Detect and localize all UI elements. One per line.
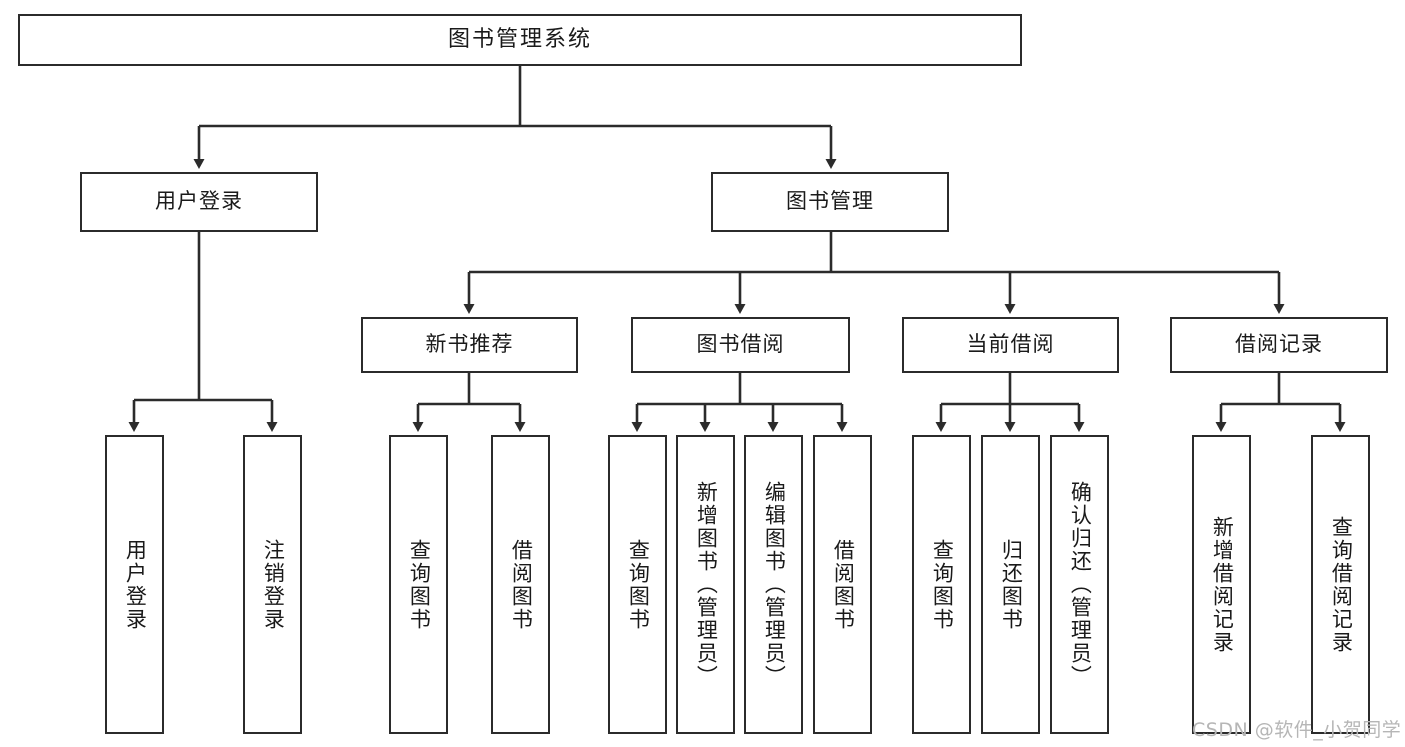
leaf-add-borrow-record[interactable]: 新增借阅记录 [1192,435,1251,734]
node-label: 查询借阅记录 [1329,515,1354,654]
node-label: 图书借阅 [696,332,785,357]
node-book-management[interactable]: 图书管理 [711,172,949,232]
leaf-add-book-admin[interactable]: 新增图书（管理员） [676,435,735,734]
node-user-login[interactable]: 用户登录 [80,172,318,232]
node-label: 图书管理 [786,189,874,214]
leaf-confirm-return-admin[interactable]: 确认归还（管理员） [1050,435,1109,734]
node-label: 借阅图书 [831,538,856,631]
node-root-library-system[interactable]: 图书管理系统 [18,14,1022,66]
node-borrow-records[interactable]: 借阅记录 [1170,317,1388,373]
node-current-borrow[interactable]: 当前借阅 [902,317,1119,373]
leaf-query-borrow-record[interactable]: 查询借阅记录 [1311,435,1370,734]
node-label: 当前借阅 [966,332,1055,357]
node-label: 注销登录 [261,538,286,631]
node-label: 新增图书（管理员） [694,481,719,688]
node-label: 用户登录 [123,538,148,631]
node-label: 查询图书 [930,538,955,631]
node-book-borrow[interactable]: 图书借阅 [631,317,850,373]
leaf-edit-book-admin[interactable]: 编辑图书（管理员） [744,435,803,734]
leaf-logout[interactable]: 注销登录 [243,435,302,734]
leaf-query-book-borrow[interactable]: 查询图书 [608,435,667,734]
node-label: 新书推荐 [425,332,514,357]
leaf-query-book-current[interactable]: 查询图书 [912,435,971,734]
node-new-book-recommend[interactable]: 新书推荐 [361,317,578,373]
node-label: 归还图书 [999,538,1024,631]
node-label: 查询图书 [407,538,432,631]
node-label: 图书管理系统 [447,26,592,52]
leaf-borrow-book[interactable]: 借阅图书 [813,435,872,734]
leaf-borrow-book-recommend[interactable]: 借阅图书 [491,435,550,734]
node-label: 编辑图书（管理员） [762,481,787,688]
node-label: 借阅图书 [509,538,534,631]
node-label: 借阅记录 [1235,332,1323,357]
leaf-return-book[interactable]: 归还图书 [981,435,1040,734]
leaf-query-book-recommend[interactable]: 查询图书 [389,435,448,734]
node-label: 用户登录 [155,189,243,214]
node-label: 新增借阅记录 [1210,515,1235,654]
leaf-user-login[interactable]: 用户登录 [105,435,164,734]
node-label: 查询图书 [626,538,651,631]
node-label: 确认归还（管理员） [1068,481,1093,688]
